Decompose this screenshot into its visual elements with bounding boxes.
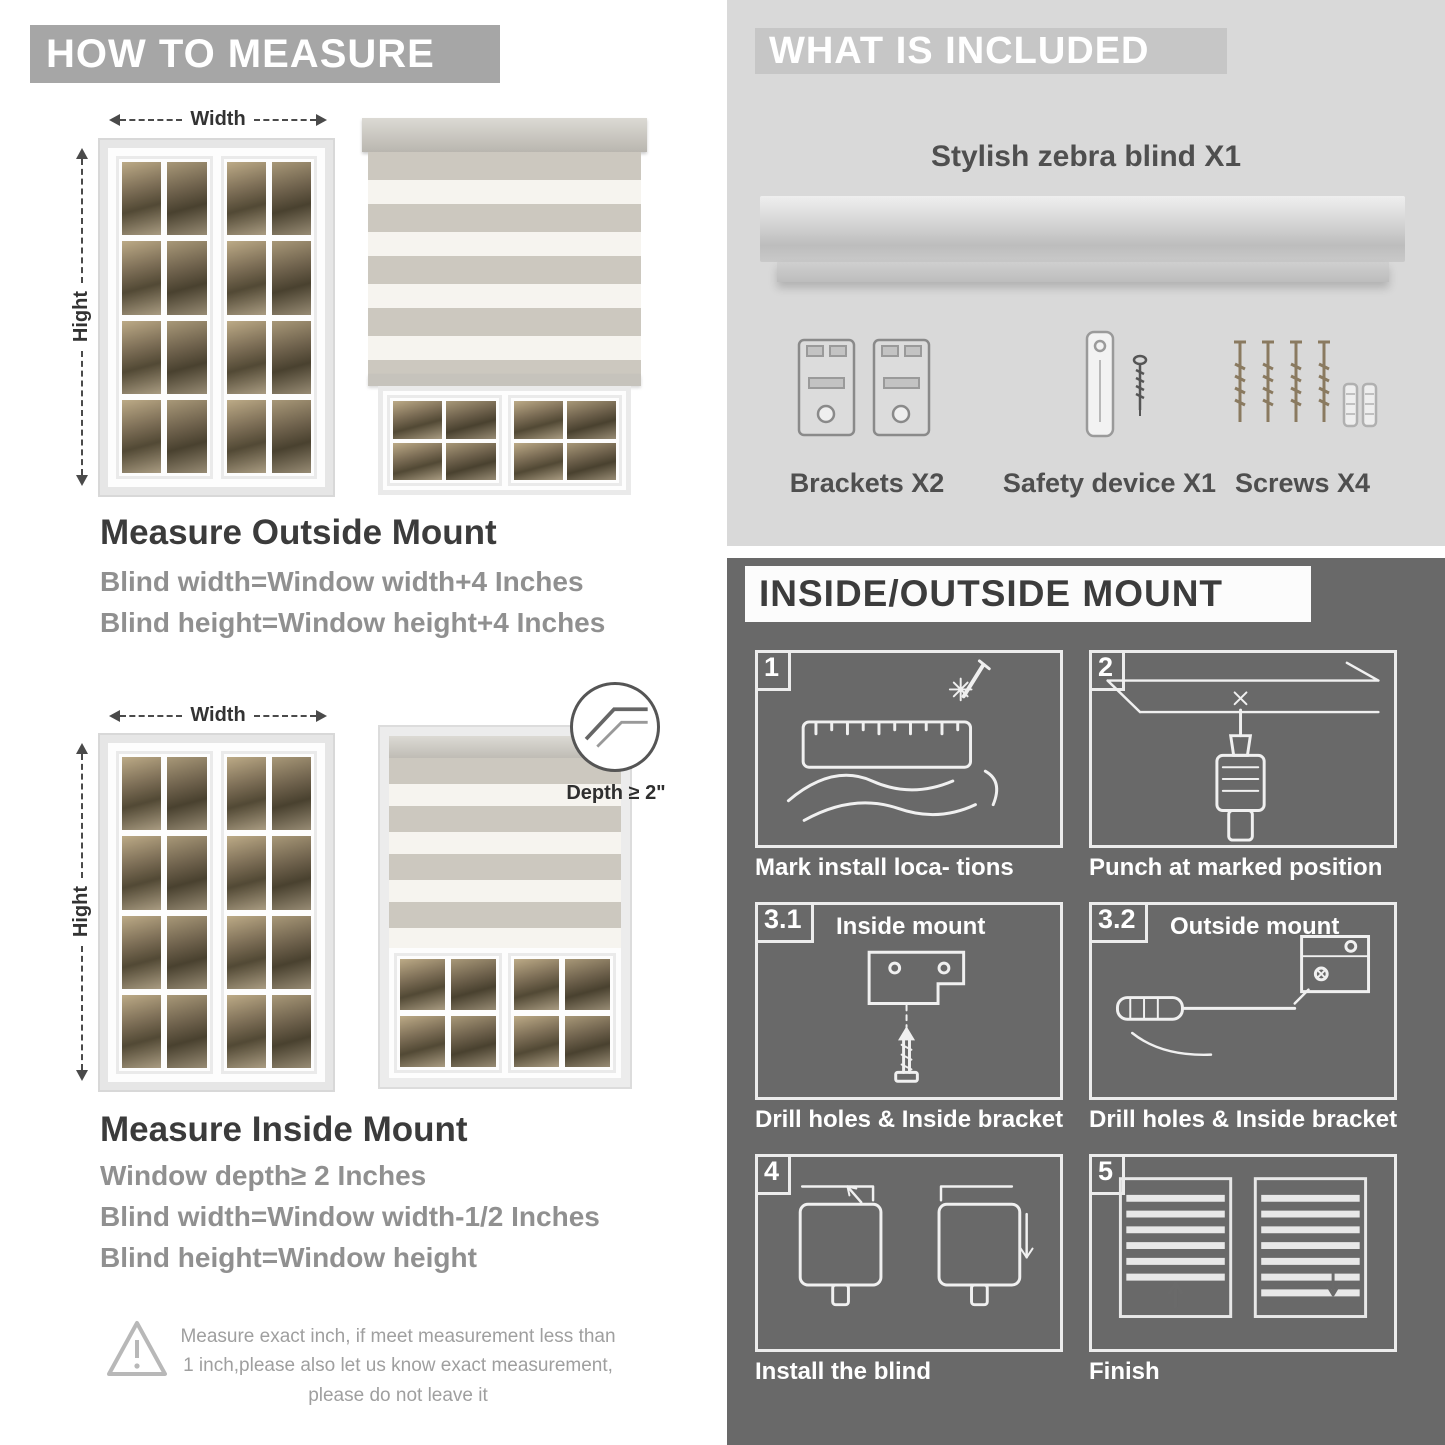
blind-headrail — [362, 118, 647, 152]
arrow-down-icon — [75, 1070, 88, 1087]
step-number: 2 — [1089, 650, 1126, 691]
punch-position-illustration — [1106, 661, 1380, 842]
outside-bracket-illustration — [1115, 935, 1371, 1057]
outside-width-formula: Blind width=Window width+4 Inches — [100, 566, 584, 597]
arrow-right-icon — [316, 709, 333, 722]
arrow-right-icon — [316, 113, 333, 126]
what-is-included-section: WHAT IS INCLUDED Stylish zebra blind X1 — [727, 0, 1445, 546]
height-arrow-inside: Hight — [70, 737, 93, 1087]
zebra-blind-headrail-image — [760, 196, 1405, 262]
brackets-icon — [797, 338, 931, 437]
measurement-warning-text: Measure exact inch, if meet measurement … — [180, 1326, 616, 1406]
step-caption-3-2: Drill holes & Inside bracket — [1089, 1106, 1398, 1133]
step-panel-5: 5 — [1089, 1154, 1397, 1352]
blind-product-label: Stylish zebra blind X1 — [930, 140, 1242, 173]
step-number: 1 — [755, 650, 792, 691]
arrow-left-icon — [103, 709, 120, 722]
width-label: Width — [190, 704, 246, 726]
window-sash — [116, 156, 213, 479]
step-number: 5 — [1089, 1154, 1126, 1195]
arrow-up-icon — [75, 737, 88, 754]
how-to-measure-title: HOW TO MEASURE — [46, 32, 435, 76]
window-sash — [220, 156, 317, 479]
safety-device-label: Safety device X1 — [1002, 468, 1217, 498]
zebra-blind-inside-illustration — [380, 727, 630, 1087]
window-under-blind — [378, 386, 631, 495]
step-caption-4: Install the blind — [755, 1358, 932, 1385]
inside-depth-formula: Window depth≥ 2 Inches — [100, 1160, 427, 1191]
arrow-up-icon — [75, 142, 88, 159]
inside-mount-heading: Measure Inside Mount — [100, 1110, 468, 1149]
how-to-measure-banner: HOW TO MEASURE — [30, 25, 500, 83]
warning-triangle-icon — [105, 1318, 169, 1385]
step-caption-2: Punch at marked position — [1089, 854, 1383, 881]
window-illustration-outside — [100, 140, 333, 495]
inside-outside-mount-section: INSIDE/OUTSIDE MOUNT 1 2 — [727, 558, 1445, 1445]
step-caption-5: Finish — [1089, 1358, 1160, 1385]
blind-bottomrail — [368, 374, 641, 386]
inside-bracket-illustration — [867, 950, 966, 1083]
step-caption-1: Mark install loca- tions — [755, 854, 1014, 881]
step-caption-3-1: Drill holes & Inside bracket — [755, 1106, 1064, 1133]
mount-title: INSIDE/OUTSIDE MOUNT — [759, 573, 1224, 614]
screws-icon — [1234, 340, 1378, 428]
width-arrow-outside: Width — [103, 108, 333, 131]
mount-banner: INSIDE/OUTSIDE MOUNT — [745, 566, 1311, 622]
finish-illustration — [1118, 1177, 1368, 1318]
step-panel-1: 1 — [755, 650, 1063, 848]
step-panel-3-2: 3.2 Outside mount — [1089, 902, 1397, 1100]
depth-label: Depth ≥ 2" — [566, 782, 666, 804]
depth-callout-circle — [570, 682, 660, 772]
mark-location-illustration — [786, 659, 999, 822]
step-number: 4 — [755, 1154, 792, 1195]
zebra-blind-fabric-edge — [777, 262, 1389, 282]
what-is-included-title: WHAT IS INCLUDED — [769, 30, 1150, 72]
step-panel-2: 2 — [1089, 650, 1397, 848]
outside-height-formula: Blind height=Window height+4 Inches — [100, 607, 606, 638]
blind-headrail — [389, 736, 621, 758]
arrow-left-icon — [103, 113, 120, 126]
outside-mount-heading: Measure Outside Mount — [100, 513, 497, 552]
step-number: 3.1 — [755, 902, 814, 943]
step-number: 3.2 — [1089, 902, 1148, 943]
what-is-included-banner: WHAT IS INCLUDED — [755, 28, 1227, 74]
window-sash — [116, 751, 213, 1074]
zebra-stripes — [389, 758, 621, 948]
step-title: Inside mount — [836, 913, 986, 940]
arrow-down-icon — [75, 475, 88, 492]
frame-corner-icon — [584, 707, 648, 748]
safety-device-icon — [1085, 330, 1148, 438]
brackets-label: Brackets X2 — [789, 468, 945, 498]
window-illustration-inside — [100, 735, 333, 1090]
width-label: Width — [190, 108, 246, 130]
zebra-blind-outside-illustration — [362, 118, 647, 495]
screws-label: Screws X4 — [1234, 468, 1371, 498]
window-below-blind — [389, 948, 621, 1078]
inside-height-formula: Blind height=Window height — [100, 1242, 477, 1273]
height-label: Hight — [70, 291, 92, 343]
inside-width-formula: Blind width=Window width-1/2 Inches — [100, 1201, 600, 1232]
width-arrow-inside: Width — [103, 704, 333, 727]
height-arrow-outside: Hight — [70, 142, 93, 492]
window-sash — [220, 751, 317, 1074]
install-blind-illustration — [798, 1185, 1034, 1307]
step-panel-3-1: 3.1 Inside mount — [755, 902, 1063, 1100]
height-label: Hight — [70, 886, 92, 938]
step-panel-4: 4 — [755, 1154, 1063, 1352]
zebra-stripes — [368, 152, 641, 374]
